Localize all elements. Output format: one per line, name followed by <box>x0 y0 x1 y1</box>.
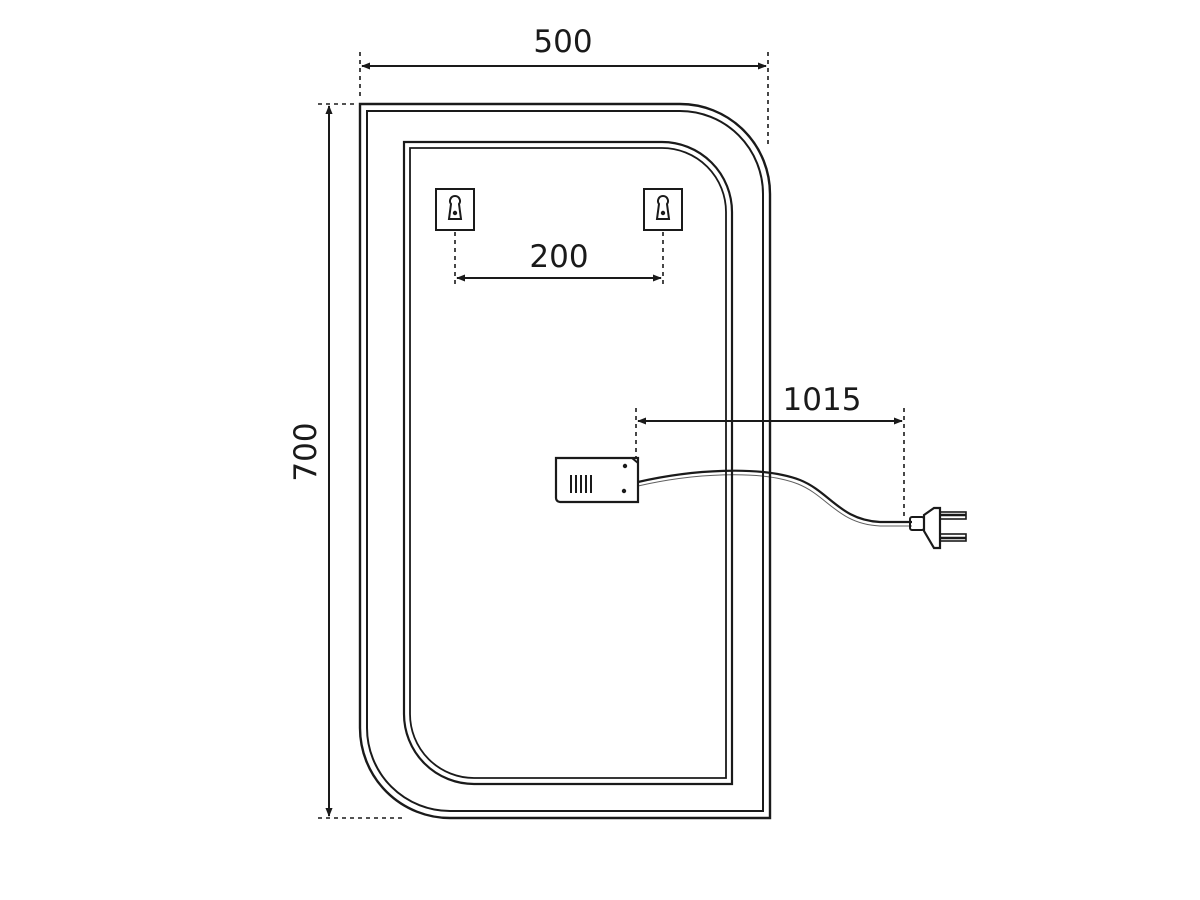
driver-indicator-dot <box>621 488 627 494</box>
power-cable <box>637 469 912 527</box>
power-plug-icon <box>909 506 967 550</box>
mirror-outer-edge <box>358 102 772 820</box>
keyhole-dot-icon <box>660 210 666 216</box>
keyhole-hook-right <box>643 188 683 231</box>
width-label: 500 <box>533 24 592 60</box>
power-driver-box <box>554 456 640 504</box>
power-cable-line-inner <box>637 474 912 527</box>
keyhole-icon <box>655 194 671 220</box>
height-dimension: 700 <box>288 103 404 819</box>
hook-plate-icon <box>435 188 475 231</box>
led-border-outer <box>402 140 734 786</box>
keyhole-hook-left <box>435 188 475 231</box>
driver-box-body <box>554 456 640 504</box>
keyhole-icon <box>447 194 463 220</box>
driver-box-side <box>631 457 639 464</box>
height-label: 700 <box>288 422 324 481</box>
mirror-frame <box>358 102 772 820</box>
plug-prong-top-outline <box>939 511 967 520</box>
keyhole-dot-icon <box>452 210 458 216</box>
width-dimension: 500 <box>359 24 769 145</box>
led-border <box>402 140 734 786</box>
hook-spacing-label: 200 <box>529 239 588 275</box>
mirror-outer-edge-inner-line <box>366 110 764 812</box>
cable-length-dimension: 1015 <box>635 382 905 516</box>
led-border-inner <box>409 147 727 779</box>
cable-length-label: 1015 <box>783 382 862 418</box>
vent-slots-icon <box>570 475 592 493</box>
hook-spacing-dimension: 200 <box>454 232 664 284</box>
power-cable-line <box>637 469 912 524</box>
driver-indicator-dot <box>622 463 628 469</box>
plug-strain-relief <box>909 516 925 531</box>
plug-prong-bottom-outline <box>939 533 967 542</box>
hook-plate-icon <box>643 188 683 231</box>
plug-body <box>922 506 942 550</box>
